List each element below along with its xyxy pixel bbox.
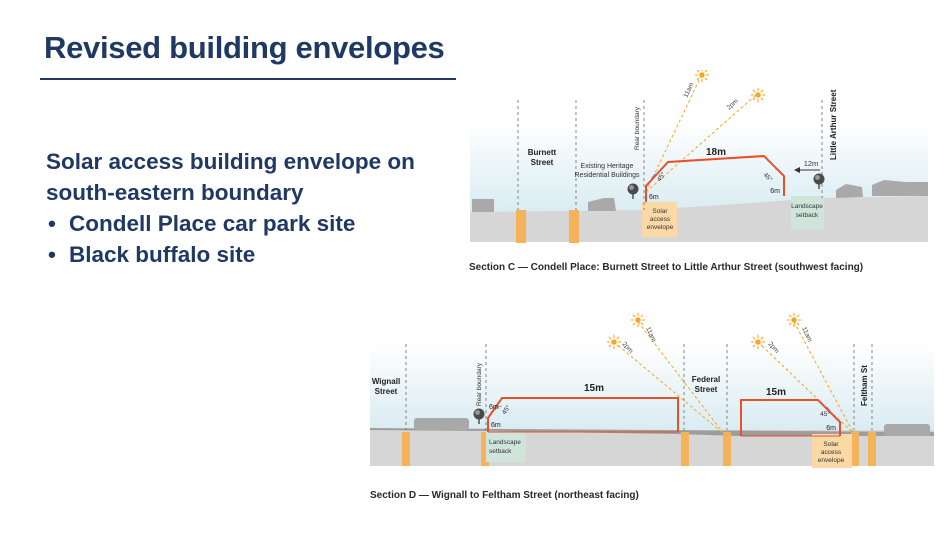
sun-icon bbox=[606, 334, 622, 350]
bullet-item: Black buffalo site bbox=[46, 239, 466, 270]
section-d-caption: Section D — Wignall to Feltham Street (n… bbox=[370, 490, 639, 501]
existing-building bbox=[588, 198, 616, 211]
landscape-setback-label: Landscape bbox=[489, 439, 521, 446]
height-label: 18m bbox=[706, 147, 726, 158]
street-label: Federal bbox=[692, 375, 720, 384]
sun-icon bbox=[786, 312, 802, 328]
angle-label: 45° bbox=[820, 410, 830, 418]
solar-access-label: envelope bbox=[647, 224, 674, 231]
solar-access-label: access bbox=[650, 216, 671, 223]
sun-icon bbox=[630, 312, 646, 328]
height-6m-label: 6m bbox=[826, 425, 836, 432]
subtitle-line-1: Solar access building envelope on bbox=[46, 149, 415, 174]
sun-icon bbox=[750, 334, 766, 350]
foundation-pier bbox=[516, 210, 526, 243]
solar-access-zone bbox=[642, 202, 677, 237]
landscape-setback-label: setback bbox=[489, 448, 512, 455]
landscape-setback-label: setback bbox=[796, 212, 819, 219]
street-label: Street bbox=[695, 385, 718, 394]
bullet-item: Condell Place car park site bbox=[46, 208, 466, 239]
existing-building bbox=[884, 424, 930, 436]
height-label: 15m bbox=[766, 387, 786, 398]
slide-body: Solar access building envelope on south-… bbox=[46, 146, 466, 270]
foundation-pier bbox=[723, 432, 731, 466]
building-envelope bbox=[740, 399, 841, 436]
heritage-label: Residential Buildings bbox=[575, 172, 640, 179]
street-label: Wignall bbox=[372, 377, 400, 386]
foundation-pier bbox=[868, 432, 876, 466]
sun-icon bbox=[750, 87, 766, 103]
street-label: Feltham St bbox=[860, 365, 869, 406]
existing-building bbox=[414, 418, 469, 430]
sun-ray-2pm bbox=[645, 94, 757, 193]
sun-time-label: 11am bbox=[800, 326, 813, 343]
foundation-pier bbox=[569, 210, 579, 243]
foundation-pier bbox=[851, 432, 859, 466]
street-label: Street bbox=[375, 387, 398, 396]
foundation-pier bbox=[481, 432, 489, 466]
section-c-caption: Section C — Condell Place: Burnett Stree… bbox=[469, 262, 864, 273]
angle-arc bbox=[650, 172, 659, 181]
setback-distance-label: 12m bbox=[804, 159, 819, 168]
bullet-list: Condell Place car park site Black buffal… bbox=[46, 208, 466, 270]
sun-time-label: 11am bbox=[644, 326, 657, 343]
height-6m-label: 6m bbox=[770, 188, 780, 195]
height-6m-label: 6m bbox=[491, 422, 501, 429]
setback-arrow-head bbox=[794, 167, 800, 173]
sun-time-label: 11am bbox=[682, 82, 695, 99]
angle-arc bbox=[768, 161, 777, 171]
existing-building bbox=[472, 199, 494, 212]
foundation-pier bbox=[402, 432, 410, 466]
subtitle-line-2: south-eastern boundary bbox=[46, 180, 304, 205]
sky-band bbox=[370, 344, 934, 430]
street-label: Street bbox=[531, 158, 554, 167]
heritage-label: Existing Heritage bbox=[581, 163, 634, 170]
section-c-diagram: Burnett Street Existing Heritage Residen… bbox=[470, 70, 928, 243]
height-6m-label: 6m bbox=[489, 404, 499, 411]
sun-ray-2pm bbox=[613, 341, 725, 435]
sun-ray-11am bbox=[793, 321, 855, 435]
angle-arc bbox=[494, 405, 503, 411]
building-envelope bbox=[487, 397, 679, 432]
landscape-setback-zone bbox=[486, 432, 526, 462]
title-underline bbox=[40, 78, 456, 80]
slide-title: Revised building envelopes bbox=[44, 30, 445, 65]
building-envelope bbox=[645, 154, 785, 202]
rear-boundary-label: Rear boundary bbox=[634, 106, 641, 150]
height-6m-label: 6m bbox=[649, 194, 659, 201]
existing-building bbox=[836, 184, 863, 198]
solar-access-label: Solar bbox=[652, 208, 668, 215]
solar-access-label: envelope bbox=[818, 457, 845, 464]
street-label: Little Arthur Street bbox=[829, 89, 838, 160]
height-label: 15m bbox=[584, 383, 604, 394]
sun-time-label: 2pm bbox=[726, 98, 740, 112]
sun-ray-11am bbox=[637, 321, 725, 435]
section-d-diagram: Wignall Street Rear boundary Federal Str… bbox=[370, 312, 934, 468]
sun-icon bbox=[694, 70, 710, 83]
street-label: Burnett bbox=[528, 148, 557, 157]
landscape-setback-zone bbox=[791, 196, 824, 229]
foundation-pier bbox=[681, 432, 689, 466]
existing-building bbox=[872, 180, 928, 196]
solar-access-zone bbox=[812, 434, 852, 468]
rear-boundary-label: Rear boundary bbox=[476, 362, 483, 406]
solar-access-label: access bbox=[821, 449, 842, 456]
landscape-setback-label: Landscape bbox=[791, 203, 823, 210]
angle-arc bbox=[823, 405, 832, 414]
solar-access-label: Solar bbox=[823, 441, 839, 448]
